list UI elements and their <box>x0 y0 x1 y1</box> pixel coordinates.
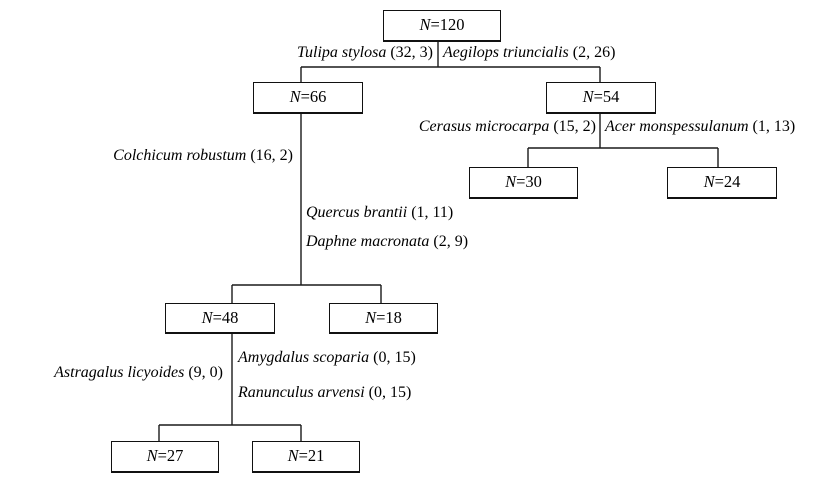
node-variable: N <box>289 87 301 107</box>
split-label-left: Tulipa stylosa (32, 3) <box>297 44 433 62</box>
node-count: =66 <box>300 87 327 107</box>
node-n120: N=120 <box>383 10 501 42</box>
split-label-right: Daphne macronata (2, 9) <box>306 233 468 251</box>
species-name: Aegilops triuncialis <box>443 44 569 61</box>
split-label-left: Cerasus microcarpa (15, 2) <box>419 118 596 136</box>
node-variable: N <box>703 172 715 192</box>
node-count: =27 <box>157 446 184 466</box>
node-variable: N <box>505 172 517 192</box>
species-name: Astragalus licyoides <box>54 364 185 381</box>
species-name: Quercus brantii <box>306 204 408 221</box>
species-counts: (15, 2) <box>553 118 596 135</box>
species-counts: (0, 15) <box>368 384 412 401</box>
node-variable: N <box>582 87 594 107</box>
node-variable: N <box>419 15 431 35</box>
node-n54: N=54 <box>546 82 656 114</box>
node-n48: N=48 <box>165 303 275 334</box>
species-counts: (16, 2) <box>250 147 293 164</box>
split-label-right: Amygdalus scoparia (0, 15) <box>238 349 416 367</box>
species-counts: (2, 26) <box>572 44 616 61</box>
node-count: =30 <box>516 172 542 192</box>
species-name: Colchicum robustum <box>113 147 247 164</box>
split-label-left: Astragalus licyoides (9, 0) <box>54 364 223 382</box>
node-n66: N=66 <box>253 82 363 114</box>
species-counts: (32, 3) <box>390 44 433 61</box>
species-counts: (9, 0) <box>188 364 223 381</box>
node-count: =120 <box>430 15 465 35</box>
split-label-right: Aegilops triuncialis (2, 26) <box>443 44 615 62</box>
node-count: =54 <box>593 87 620 107</box>
species-counts: (1, 11) <box>411 204 454 221</box>
split-label-right: Ranunculus arvensi (0, 15) <box>238 384 411 402</box>
species-name: Acer monspessulanum <box>605 118 749 135</box>
species-name: Ranunculus arvensi <box>238 384 365 401</box>
node-n21: N=21 <box>252 441 360 473</box>
node-n18: N=18 <box>329 303 438 334</box>
node-variable: N <box>287 446 299 466</box>
node-variable: N <box>201 307 213 327</box>
node-variable: N <box>146 446 158 466</box>
split-label-right: Acer monspessulanum (1, 13) <box>605 118 795 136</box>
species-name: Amygdalus scoparia <box>238 349 370 366</box>
split-label-left: Colchicum robustum (16, 2) <box>113 147 293 165</box>
node-count: =48 <box>212 307 239 327</box>
species-name: Daphne macronata <box>306 233 430 250</box>
node-n24: N=24 <box>667 167 777 199</box>
species-counts: (0, 15) <box>373 349 416 366</box>
split-label-right: Quercus brantii (1, 11) <box>306 204 453 222</box>
species-name: Tulipa stylosa <box>296 44 387 61</box>
node-count: =24 <box>714 172 741 192</box>
node-variable: N <box>365 307 377 327</box>
node-n30: N=30 <box>469 167 578 199</box>
node-n27: N=27 <box>111 441 219 473</box>
node-count: =18 <box>376 307 402 327</box>
node-count: =21 <box>298 446 325 466</box>
species-counts: (2, 9) <box>433 233 469 250</box>
species-name: Cerasus microcarpa <box>418 118 550 135</box>
species-counts: (1, 13) <box>752 118 796 135</box>
